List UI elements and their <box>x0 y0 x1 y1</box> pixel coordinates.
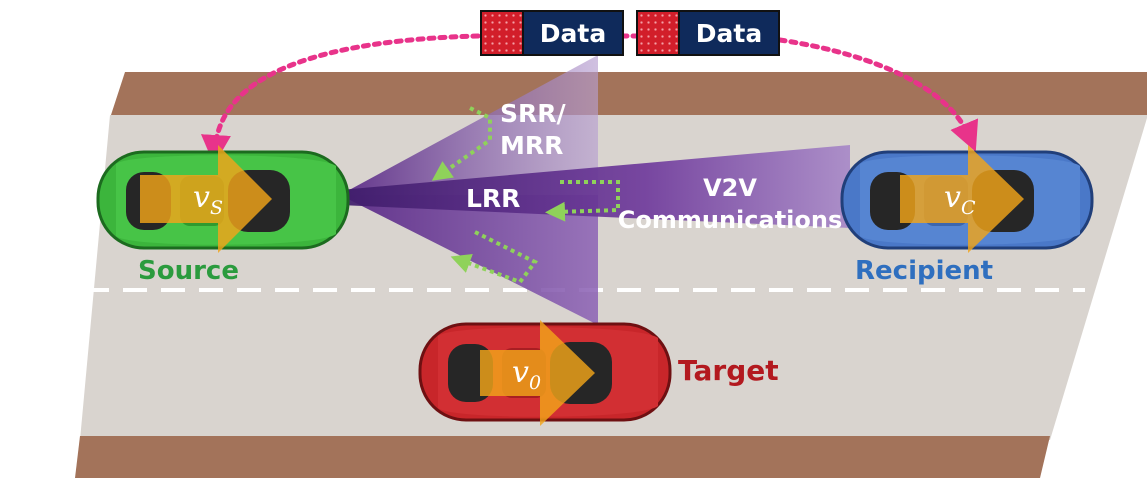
source-velocity-arrow <box>140 145 272 253</box>
v2v-line2: Communications <box>617 206 843 234</box>
srr-mrr-line1: SRR/ <box>500 99 566 128</box>
packet-label: Data <box>524 12 622 54</box>
data-packet-1: Data <box>480 10 624 56</box>
link-to-recipient <box>777 37 979 152</box>
lrr-reflection-arrow <box>545 180 620 222</box>
bottom-shoulder <box>75 436 1050 478</box>
velocity-subscript: 0 <box>528 372 542 394</box>
velocity-symbol: v <box>193 180 210 215</box>
recipient-velocity-label: vC <box>944 180 976 219</box>
velocity-subscript: S <box>209 197 223 219</box>
target-label: Target <box>678 354 779 387</box>
srr-mrr-upper-fan <box>340 55 598 195</box>
data-packet-2: Data <box>636 10 780 56</box>
lower-reflection-arrow <box>450 230 539 285</box>
srr-mrr-line2: MRR <box>500 131 564 160</box>
link-to-source <box>200 33 481 165</box>
recipient-velocity-arrow <box>900 145 1024 253</box>
target-velocity-label: v0 <box>512 355 541 394</box>
velocity-subscript: C <box>960 197 976 219</box>
packet-label: Data <box>680 12 778 54</box>
v2v-link <box>200 33 979 165</box>
lrr-v2v-beam <box>340 145 850 228</box>
recipient-label: Recipient <box>855 256 994 286</box>
srr-mrr-label: SRR/ MRR <box>500 98 566 162</box>
velocity-arrows <box>140 145 1024 426</box>
source-velocity-label: vS <box>193 180 223 219</box>
source-label: Source <box>138 256 239 286</box>
packet-header-icon <box>482 12 524 54</box>
target-velocity-arrow <box>480 320 595 426</box>
v2v-label: V2V Communications <box>615 172 845 236</box>
velocity-symbol: v <box>512 355 529 390</box>
packet-header-icon <box>638 12 680 54</box>
velocity-symbol: v <box>944 180 961 215</box>
radar-coverage <box>340 55 850 325</box>
radar-reflections <box>431 106 620 285</box>
srr-reflection-arrow <box>431 106 492 181</box>
lrr-label: LRR <box>466 184 521 213</box>
top-shoulder <box>110 72 1147 118</box>
v2v-line1: V2V <box>703 174 757 202</box>
